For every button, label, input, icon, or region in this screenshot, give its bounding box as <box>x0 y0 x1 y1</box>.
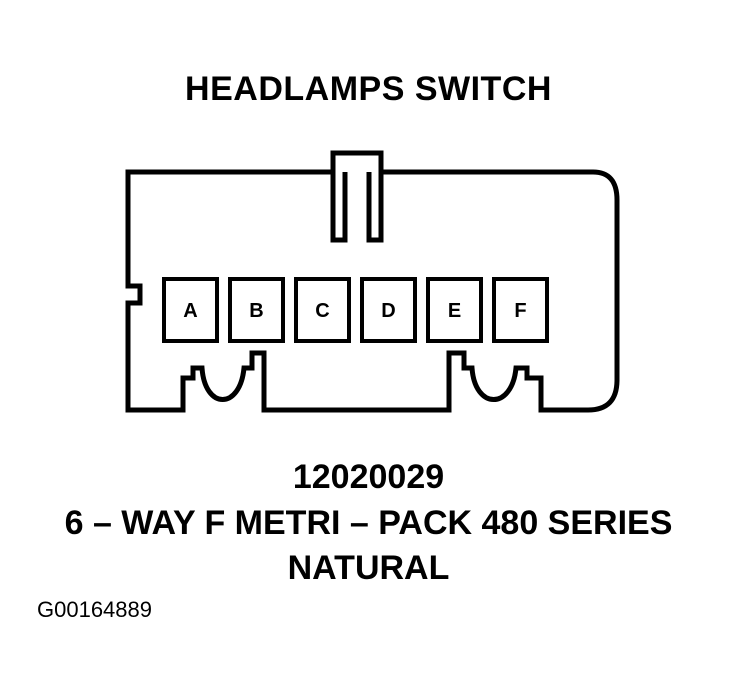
terminal-label: B <box>249 300 263 322</box>
terminal-label: F <box>514 300 526 322</box>
diagram-title: HEADLAMPS SWITCH <box>185 70 552 108</box>
terminal-label: D <box>381 300 395 322</box>
terminal-label: C <box>315 300 329 322</box>
terminal-cavity-box <box>294 277 351 343</box>
terminal-cavity-a: A <box>162 277 219 343</box>
terminal-cavity-box <box>426 277 483 343</box>
connector-description: 6 – WAY F METRI – PACK 480 SERIES <box>64 504 673 542</box>
terminal-cavity-d: D <box>360 277 417 343</box>
part-number: 12020029 <box>292 458 445 496</box>
terminal-cavity-f: F <box>492 277 549 343</box>
connector-housing-outline <box>125 150 620 413</box>
terminal-cavity-box <box>162 277 219 343</box>
terminal-cavity-c: C <box>294 277 351 343</box>
terminal-label: A <box>183 300 197 322</box>
terminal-cavity-e: E <box>426 277 483 343</box>
terminal-cavity-b: B <box>228 277 285 343</box>
figure-id: G00164889 <box>37 597 152 622</box>
terminal-cavity-box <box>228 277 285 343</box>
terminal-cavity-box <box>492 277 549 343</box>
terminal-label: E <box>448 300 461 322</box>
connector-color: NATURAL <box>287 549 450 587</box>
terminal-cavity-box <box>360 277 417 343</box>
center-latch-slot <box>330 172 384 243</box>
